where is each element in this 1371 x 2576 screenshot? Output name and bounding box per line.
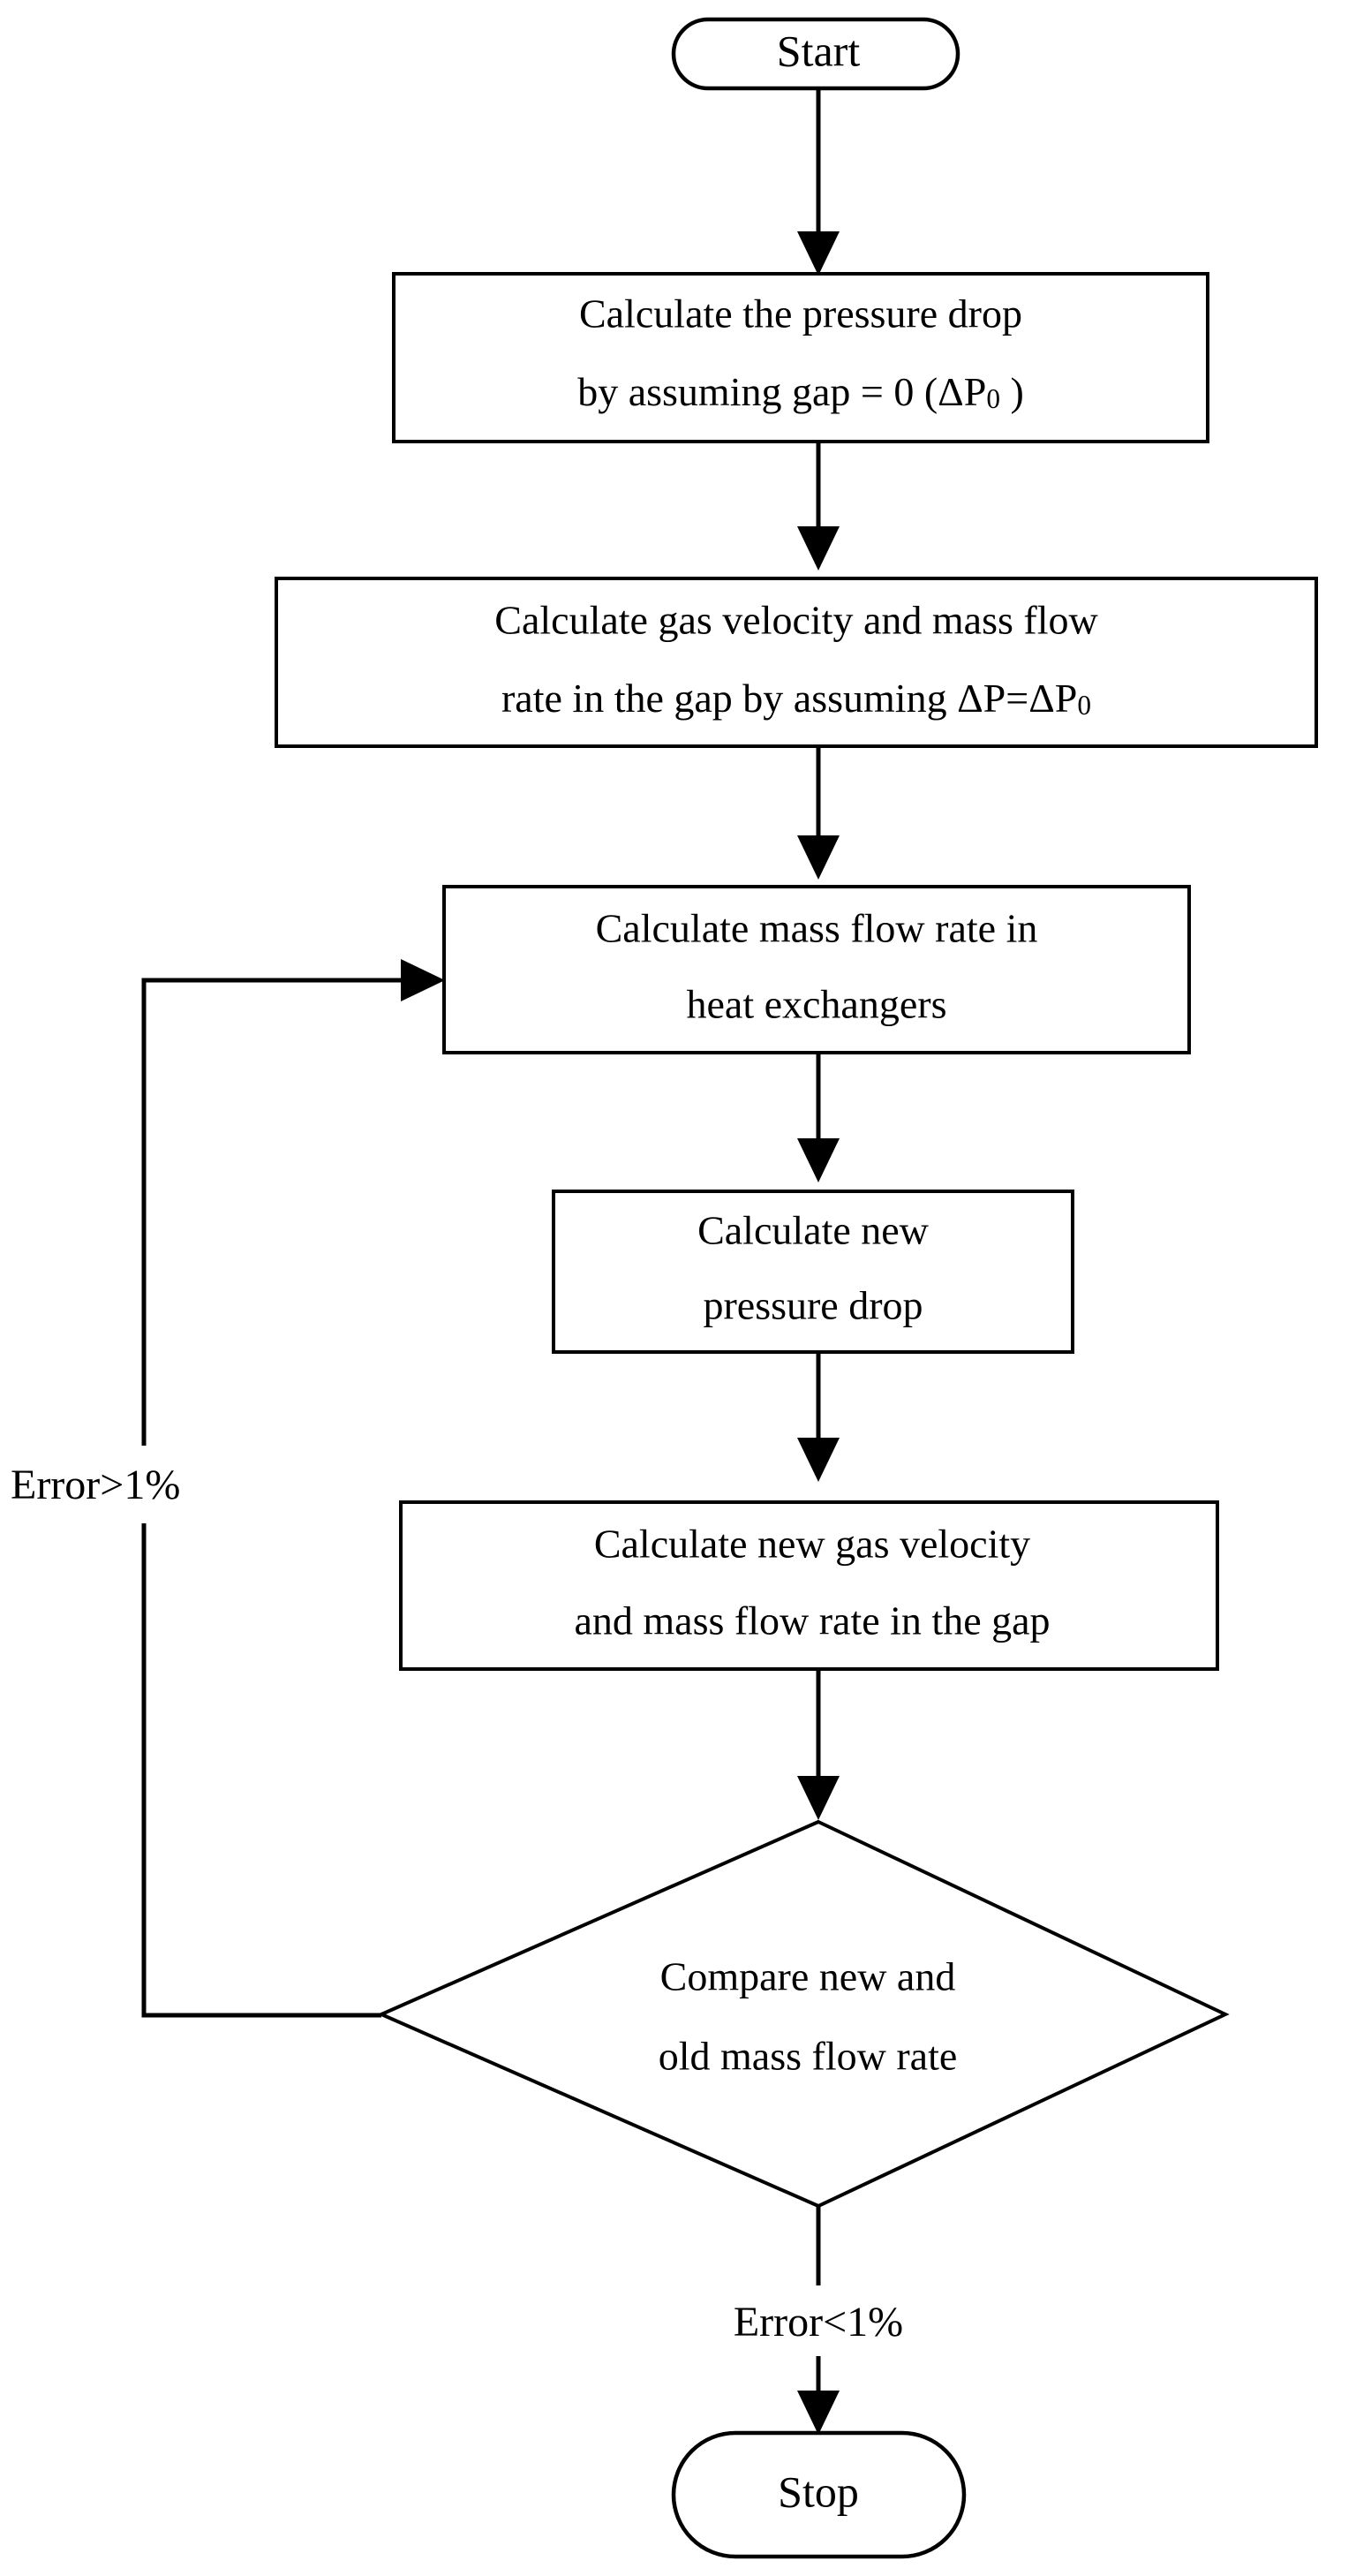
arrowhead-icon: [401, 959, 445, 1001]
process-1-line-2-subscript: 0: [986, 383, 1000, 414]
edge-path-lower: [141, 1523, 381, 2018]
process-5-line-1: Calculate new gas velocity: [594, 1522, 1030, 1567]
node-start[interactable]: Start: [671, 17, 960, 91]
process-2-line-2-a: rate in the gap by assuming ΔP=ΔP: [501, 676, 1077, 721]
node-calculate-new-pressure-drop[interactable]: Calculate new pressure drop: [552, 1190, 1074, 1354]
edge-decision-to-stop: [797, 2206, 840, 2435]
edge-label-error-greater: Error>1%: [11, 1462, 180, 1508]
node-calculate-pressure-drop[interactable]: Calculate the pressure drop by assuming …: [392, 272, 1209, 443]
edge-p4-to-p5: [797, 1352, 840, 1482]
arrowhead-icon: [797, 526, 840, 570]
node-compare-mass-flow-rate[interactable]: Compare new and old mass flow rate: [377, 1819, 1230, 2209]
edge-p1-to-p2: [797, 442, 840, 570]
decision-line-2: old mass flow rate: [659, 2034, 958, 2079]
process-2-line-2: rate in the gap by assuming ΔP=ΔP0: [501, 676, 1091, 721]
node-calculate-gas-velocity[interactable]: Calculate gas velocity and mass flow rat…: [275, 577, 1318, 748]
decision-line-1: Compare new and: [660, 1954, 956, 1999]
process-1-shape: [392, 272, 1209, 443]
arrowhead-icon: [797, 1438, 840, 1482]
arrowhead-icon: [797, 2391, 840, 2435]
edge-p2-to-p3: [797, 746, 840, 880]
process-2-shape: [275, 577, 1318, 748]
node-calculate-new-gas-velocity[interactable]: Calculate new gas velocity and mass flow…: [399, 1500, 1219, 1671]
process-1-line-1: Calculate the pressure drop: [579, 291, 1022, 336]
edge-p5-to-decision: [797, 1669, 840, 1820]
process-3-line-1: Calculate mass flow rate in: [596, 906, 1038, 951]
process-3-line-2: heat exchangers: [686, 982, 946, 1027]
process-5-shape: [399, 1500, 1219, 1671]
stop-shape: [671, 2430, 967, 2559]
edge-label-error-less: Error<1%: [734, 2299, 903, 2346]
edge-path-upper: [141, 978, 422, 1446]
decision-shape: [377, 1819, 1230, 2209]
process-4-line-1: Calculate new: [697, 1208, 930, 1253]
process-4-line-2: pressure drop: [703, 1283, 923, 1328]
edge-start-to-p1: [797, 88, 840, 276]
node-calculate-mass-flow-rate-hx[interactable]: Calculate mass flow rate in heat exchang…: [442, 885, 1191, 1054]
arrowhead-icon: [797, 1776, 840, 1820]
arrowhead-icon: [797, 835, 840, 880]
process-5-line-2: and mass flow rate in the gap: [574, 1598, 1050, 1643]
start-shape: [671, 17, 960, 91]
node-stop[interactable]: Stop: [671, 2430, 967, 2559]
start-label: Start: [777, 26, 861, 75]
process-4-shape: [552, 1190, 1074, 1354]
edge-feedback-loop: [141, 959, 445, 2018]
stop-label: Stop: [778, 2466, 859, 2516]
edge-p3-to-p4: [797, 1053, 840, 1182]
process-1-line-2-a: by assuming gap = 0 (ΔP: [577, 369, 986, 414]
arrowhead-icon: [797, 231, 840, 276]
process-1-line-2: by assuming gap = 0 (ΔP0 ): [577, 369, 1024, 414]
process-2-line-1: Calculate gas velocity and mass flow: [494, 598, 1098, 643]
process-2-line-2-subscript: 0: [1077, 690, 1091, 721]
process-3-shape: [442, 885, 1191, 1054]
process-1-line-2-b: ): [1000, 369, 1024, 414]
arrowhead-icon: [797, 1138, 840, 1182]
